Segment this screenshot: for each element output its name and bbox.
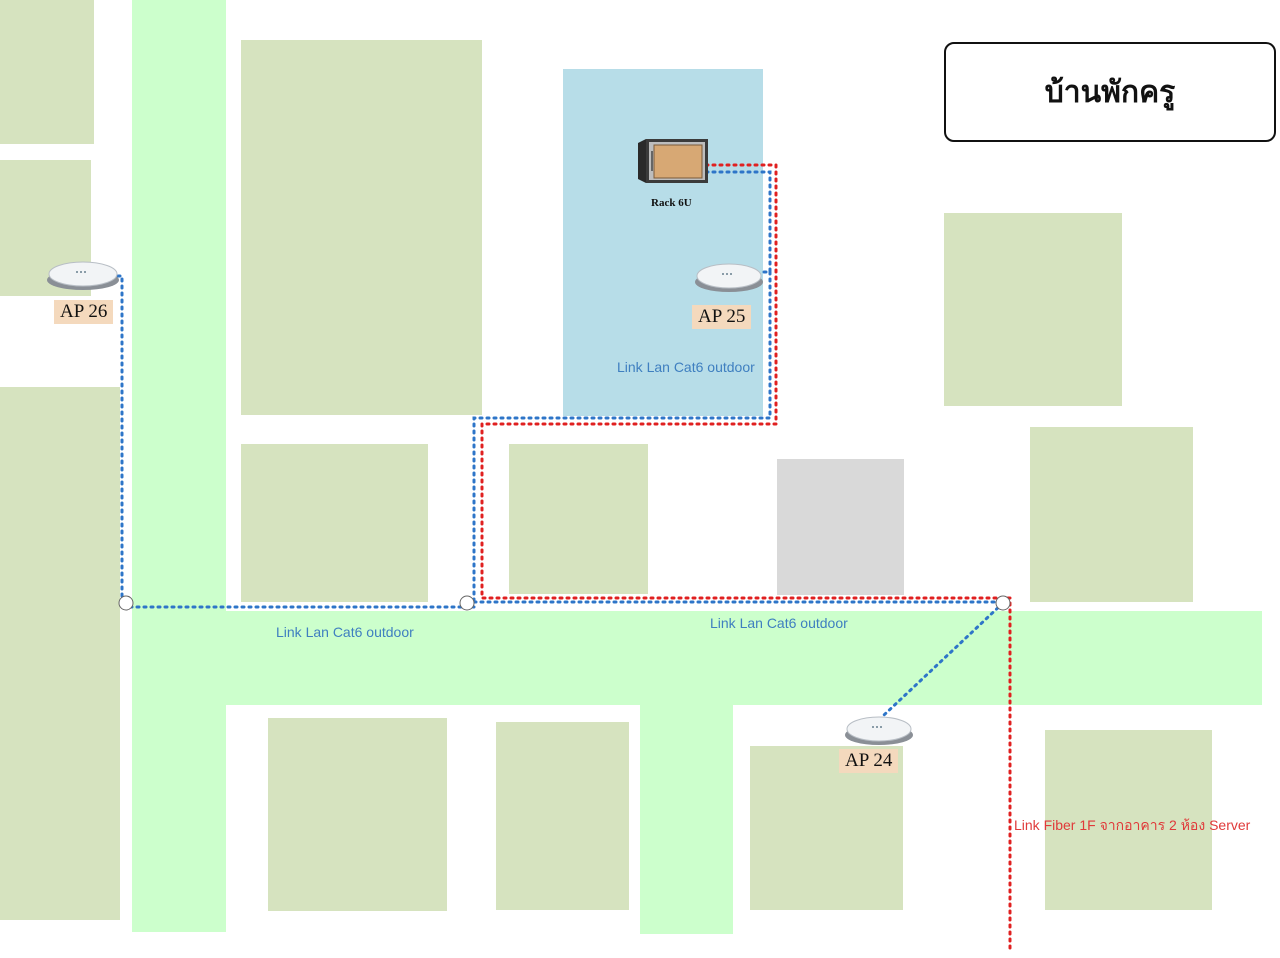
building-block: [750, 746, 903, 910]
building-block: [496, 722, 629, 910]
building-block: [0, 387, 120, 920]
wifi-access-point-icon: [845, 716, 913, 745]
building-block: [1045, 730, 1212, 910]
junction-node: [118, 595, 134, 611]
building-block: [0, 0, 94, 144]
junction-node: [995, 595, 1011, 611]
map-title: บ้านพักครู: [944, 42, 1276, 142]
wifi-access-point-icon: [695, 263, 763, 292]
server-rack-icon: [638, 139, 708, 183]
junction-node: [459, 595, 475, 611]
link-label-ap25: Link Lan Cat6 outdoor: [617, 359, 755, 375]
fiber-link-label: Link Fiber 1F จากอาคาร 2 ห้อง Server: [1014, 817, 1251, 833]
gray-building: [777, 459, 904, 595]
link-label-middle: Link Lan Cat6 outdoor: [710, 615, 848, 631]
building-block: [944, 213, 1122, 406]
road-vertical-left: [132, 0, 226, 932]
road-vertical-center: [640, 611, 733, 934]
building-block: [241, 444, 428, 602]
buildings: [0, 0, 1212, 920]
wifi-access-point-icon: [47, 261, 119, 290]
building-block: [268, 718, 447, 911]
fiber-cable: [480, 163, 1012, 952]
link-label-left: Link Lan Cat6 outdoor: [276, 624, 414, 640]
junctions: [118, 595, 1011, 611]
ap-label-25: AP 25: [692, 305, 752, 329]
ap-label-26: AP 26: [54, 300, 114, 324]
roads: [132, 0, 1262, 934]
building-block: [241, 40, 482, 415]
rack-label: Rack 6U: [651, 197, 692, 209]
lan-cable: [116, 170, 1005, 717]
teacher-house-area: [563, 69, 763, 416]
building-block: [509, 444, 648, 594]
building-block: [1030, 427, 1193, 602]
ap-label-24: AP 24: [839, 749, 899, 773]
